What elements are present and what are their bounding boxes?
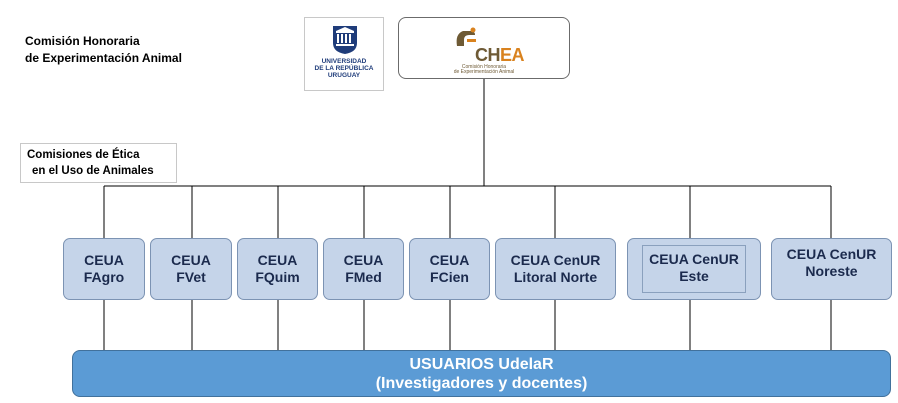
ceua-unit: FCien [430, 269, 469, 285]
ceua-cenur-litoral-norte-box: CEUA CenUR Litoral Norte [495, 238, 616, 300]
ceua-cenur-este-box: CEUA CenUR Este [627, 238, 761, 300]
chea-lab-icon [456, 27, 476, 46]
ceua-title: CEUA CenUR [786, 246, 877, 262]
ceua-title: CEUA CenUR [510, 252, 601, 268]
chea-subtitle: Comisión Honoraria de Experimentación An… [445, 65, 523, 75]
udelar-line3: URUGUAY [327, 72, 361, 79]
ceua-unit: Este [679, 268, 709, 284]
ethics-committees-label: Comisiones de Ética en el Uso de Animale… [20, 143, 177, 183]
ceua-fquim-box: CEUA FQuim [237, 238, 318, 300]
ceua-fagro-box: CEUA FAgro [63, 238, 145, 300]
ceua-unit: FVet [176, 269, 206, 285]
chea-logo: CHEA Comisión Honoraria de Experimentaci… [398, 17, 570, 79]
chea-wordmark: CHEA [475, 45, 525, 65]
ceua-title: CEUA [343, 252, 384, 268]
ceua-fcien-box: CEUA FCien [409, 238, 490, 300]
ceua-unit: Litoral Norte [513, 269, 598, 285]
ceua-unit: Noreste [805, 263, 858, 279]
university-crest-icon [333, 26, 357, 54]
udelar-line1: UNIVERSIDAD [321, 58, 367, 65]
ceua-fmed-box: CEUA FMed [323, 238, 404, 300]
users-subtitle: (Investigadores y docentes) [375, 374, 588, 392]
users-udelar-bar: USUARIOS UdelaR (Investigadores y docent… [72, 350, 891, 397]
ceua-fvet-box: CEUA FVet [150, 238, 232, 300]
udelar-logo: UNIVERSIDAD DE LA REPÚBLICA URUGUAY [304, 17, 384, 91]
ceua-title: CEUA [257, 252, 298, 268]
ceua-title: CEUA [84, 252, 124, 268]
ethics-label-line1: Comisiones de Ética [27, 149, 140, 161]
org-title-line1: Comisión Honoraria [25, 34, 140, 48]
udelar-line2: DE LA REPÚBLICA [314, 65, 374, 72]
chea-wordmark-ea: EA [500, 45, 525, 65]
udelar-wordmark: UNIVERSIDAD DE LA REPÚBLICA URUGUAY [305, 58, 383, 79]
org-title-line2: de Experimentación Animal [25, 51, 182, 65]
ceua-unit: FAgro [83, 269, 125, 285]
ceua-cenur-noreste-box: CEUA CenUR Noreste [771, 238, 892, 300]
chea-subtitle-line2: de Experimentación Animal [453, 69, 515, 75]
ceua-title: CEUA [171, 252, 211, 268]
ceua-unit: FMed [345, 269, 382, 285]
org-title: Comisión Honoraria de Experimentación An… [25, 33, 182, 67]
ceua-title: CEUA CenUR [649, 251, 739, 267]
ethics-label-line2: en el Uso de Animales [32, 165, 154, 177]
ceua-title: CEUA [429, 252, 470, 268]
ceua-unit: FQuim [255, 269, 300, 285]
users-title: USUARIOS UdelaR [409, 355, 554, 373]
chea-subtitle-line1: Comisión Honoraria [461, 64, 507, 70]
chea-wordmark-ch: CH [475, 45, 501, 65]
